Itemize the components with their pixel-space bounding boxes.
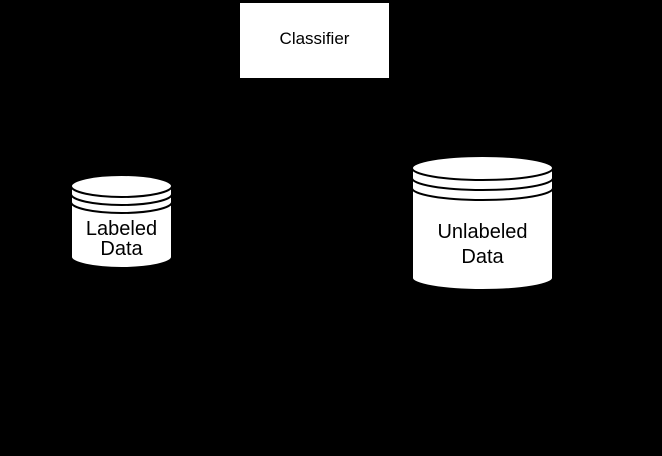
cylinder-top [411, 155, 554, 181]
labeled-data-label-line2: Data [100, 238, 143, 260]
unlabeled-data-label-line1: Unlabeled [437, 221, 527, 243]
disk-line [70, 193, 173, 206]
unlabeled-data-label-line2: Data [461, 246, 504, 268]
labeled-data-cylinder: Labeled Data [70, 174, 173, 269]
disk-line [411, 177, 554, 191]
cylinder-top [70, 174, 173, 198]
classifier-node: Classifier [240, 3, 389, 78]
unlabeled-data-cylinder: Unlabeled Data [411, 155, 554, 291]
classifier-label: Classifier [279, 29, 350, 48]
labeled-data-label-line1: Labeled [86, 218, 157, 240]
cylinder-body [70, 185, 173, 269]
disk-line [411, 187, 554, 201]
disk-line [70, 201, 173, 214]
